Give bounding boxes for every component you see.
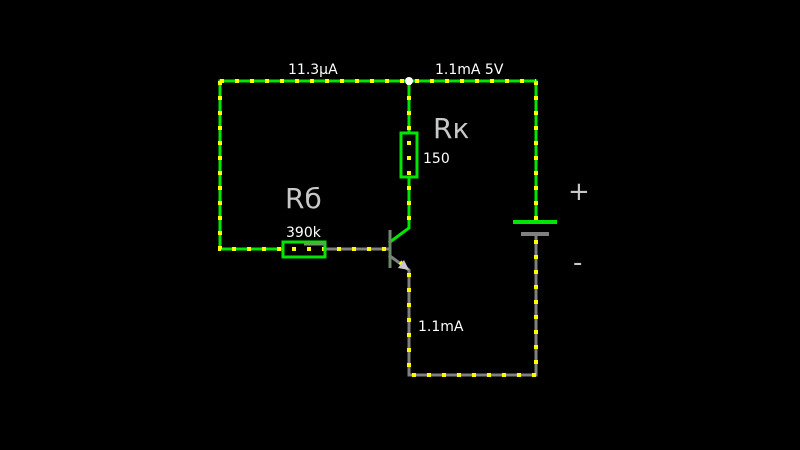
transistor[interactable] [388,230,409,270]
base-resistor-name: Rб [285,182,322,215]
junction-node[interactable] [405,77,413,85]
left-wire[interactable] [218,79,285,251]
collector-resistor-name: Rк [433,112,469,145]
base-resistor-value: 390k [286,225,322,241]
battery-plus-label: + [568,177,590,207]
emitter-arrow [398,260,409,270]
collector-resistor[interactable] [399,131,419,179]
wires [218,79,538,377]
current-dots [218,79,538,377]
battery-minus-label: - [573,248,582,278]
top-left-current-label: 11.3µA [288,62,338,78]
emitter-current-label: 1.1mA [418,319,464,335]
base-resistor[interactable] [281,240,327,259]
battery[interactable] [513,220,557,236]
top-right-current-label: 1.1mA 5V [435,62,504,78]
collector-wire-bottom[interactable] [387,175,411,245]
collector-resistor-value: 150 [423,151,450,167]
emitter-wire[interactable] [387,232,538,377]
